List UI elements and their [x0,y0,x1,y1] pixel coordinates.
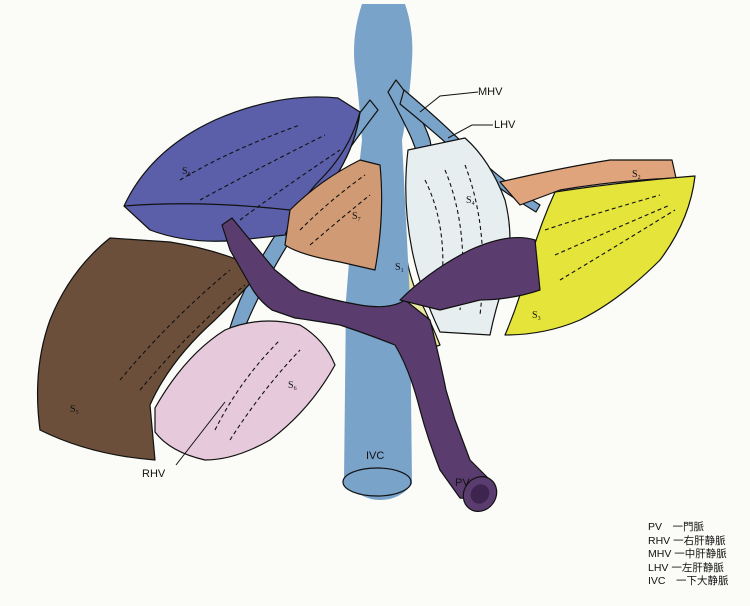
lhv-label: LHV [494,119,516,131]
legend-row-lhv: LHV 一左肝静脈 [648,561,724,574]
segment-6-shape [154,320,336,461]
segment-3-label: S3 [532,310,541,322]
segment-8-top-face [123,111,361,236]
segment-2-label: S2 [632,169,641,181]
legend-row-ivc: IVC 一下大静脈 [648,575,729,587]
pv-label: PV [455,477,470,489]
portal-vein [221,217,491,499]
ivc-opening [342,467,412,497]
legend-row-mhv: MHV 一中肝静脈 [648,548,727,560]
abbreviation-legend: PV 一門脈 RHV 一右肝静脈 MHV 一中肝静脈 LHV 一左肝静脈 IVC… [648,521,729,589]
portal-vein-left-branch [399,236,541,311]
rhv-label: RHV [142,468,166,480]
segment-1-label: S1 [395,262,404,274]
segment-5-label: S5 [70,404,79,416]
mhv-label: MHV [478,86,503,98]
legend-row-rhv: RHV 一右肝静脈 [648,534,726,547]
segment-4-label: S4 [466,195,475,207]
segment-7-shape [284,159,383,271]
segment-6-label: S6 [288,380,297,392]
segment-8-label: S8 [182,166,191,178]
ivc-label: IVC [366,450,384,462]
lhv-leader-line [447,124,493,139]
rhv-leader-line [175,401,226,466]
segment-7-label: S7 [352,211,361,223]
legend-row-pv: PV 一門脈 [648,521,705,533]
mhv-leader-line [419,91,479,113]
